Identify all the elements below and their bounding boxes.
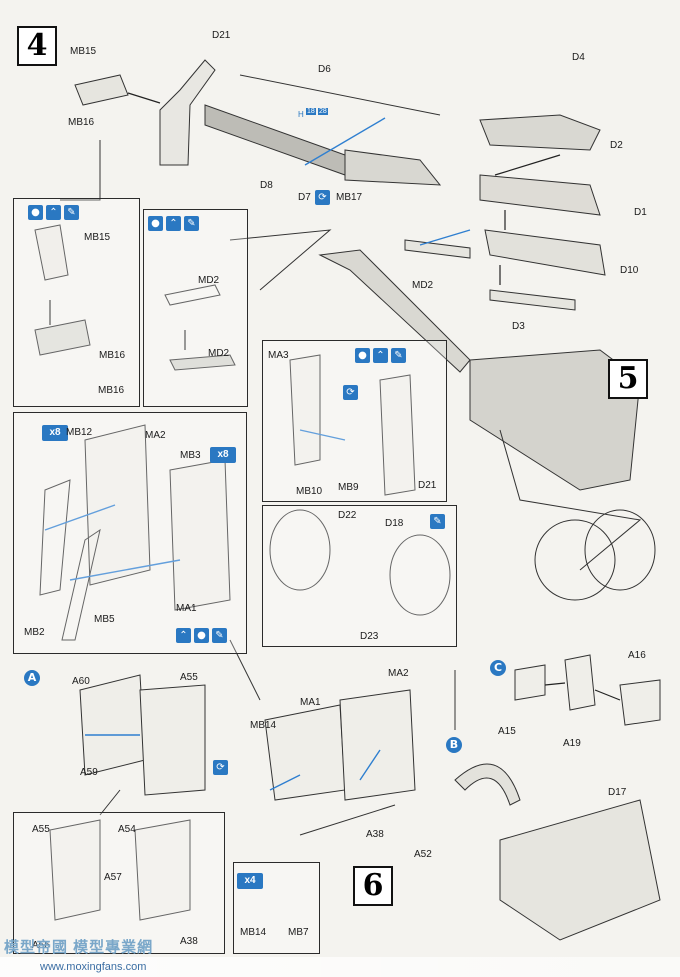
watermark-text: 模型帝國 模型專業網: [4, 939, 154, 956]
part-label: D10: [620, 265, 639, 276]
paint-icon: ✎: [212, 628, 227, 643]
fold-icon: ⌃: [176, 628, 191, 643]
callout-box-md2: [143, 209, 248, 407]
paint-icon: ✎: [184, 216, 199, 231]
part-label: MD2: [412, 280, 434, 291]
part-label: D2: [610, 140, 623, 151]
paint-icon: ✎: [430, 514, 445, 529]
part-label: MB5: [94, 614, 115, 625]
part-label: A38: [180, 936, 198, 947]
part-label: A55: [180, 672, 198, 683]
part-label: A54: [118, 824, 136, 835]
part-label: MD2: [208, 348, 230, 359]
part-label: MB7: [288, 927, 309, 938]
part-label: A59: [80, 767, 98, 778]
multiplier-x8: x8: [42, 425, 68, 441]
callout-box-d22: [262, 505, 457, 647]
part-label: MB14: [240, 927, 267, 938]
part-label: D4: [572, 52, 585, 63]
part-label: D18: [385, 518, 404, 529]
part-label: A60: [72, 676, 90, 687]
callout-box-ma2-mb12: [13, 412, 247, 654]
part-label: A15: [498, 726, 516, 737]
glue-icon: ●: [194, 628, 209, 643]
part-label: D22: [338, 510, 357, 521]
part-label: A16: [628, 650, 646, 661]
fold-icon: ⌃: [373, 348, 388, 363]
part-label: A55: [32, 824, 50, 835]
callout-box-mb15: [13, 198, 140, 407]
rotate-icon: ⟳: [213, 760, 228, 775]
part-label: D21: [212, 30, 231, 41]
glue-icon: ●: [28, 205, 43, 220]
part-label: MB3: [180, 450, 201, 461]
part-label: D23: [360, 631, 379, 642]
part-label: A52: [414, 849, 432, 860]
part-label: MB15: [70, 46, 97, 57]
part-label: A38: [366, 829, 384, 840]
part-label: A56: [32, 940, 50, 951]
part-label: MB12: [66, 427, 93, 438]
rotate-icon: ⟳: [343, 385, 358, 400]
multiplier-x8: x8: [210, 447, 236, 463]
section-badge-a: A: [24, 670, 40, 686]
step-number-6: 6: [353, 866, 393, 906]
part-label: MD2: [198, 275, 220, 286]
callout-box-a55: [13, 812, 225, 954]
fold-icon: ⌃: [46, 205, 61, 220]
part-marker-18: 18: [306, 108, 316, 115]
glue-icon: ●: [148, 216, 163, 231]
part-label: MB16: [99, 350, 126, 361]
paint-icon: ✎: [391, 348, 406, 363]
part-label: MB2: [24, 627, 45, 638]
glue-icon: ●: [355, 348, 370, 363]
step-number-4: 4: [17, 26, 57, 66]
part-label: MB16: [98, 385, 125, 396]
part-label: D7: [298, 192, 311, 203]
part-label: A57: [104, 872, 122, 883]
paint-icon: ✎: [64, 205, 79, 220]
part-label: D3: [512, 321, 525, 332]
part-label: MA2: [145, 430, 166, 441]
part-marker-28: 28: [318, 108, 328, 115]
part-label: D21: [418, 480, 437, 491]
callout-box-ma3: [262, 340, 447, 502]
part-label: MA1: [176, 603, 197, 614]
part-label: MB14: [250, 720, 277, 731]
part-label: D8: [260, 180, 273, 191]
part-label: D17: [608, 787, 627, 798]
section-badge-b: B: [446, 737, 462, 753]
part-label: MB17: [336, 192, 363, 203]
part-label: MA1: [300, 697, 321, 708]
part-label: MA3: [268, 350, 289, 361]
part-label: MA2: [388, 668, 409, 679]
part-label: MB16: [68, 117, 95, 128]
step-number-5: 5: [608, 359, 648, 399]
part-label: D6: [318, 64, 331, 75]
watermark-band: [0, 957, 680, 977]
part-marker-h: H: [298, 110, 304, 119]
part-label: D1: [634, 207, 647, 218]
multiplier-x4: x4: [237, 873, 263, 889]
part-label: MB10: [296, 486, 323, 497]
part-label: A19: [563, 738, 581, 749]
part-label: MB9: [338, 482, 359, 493]
part-label: MB15: [84, 232, 111, 243]
rotate-icon: ⟳: [315, 190, 330, 205]
watermark-url: www.moxingfans.com: [40, 961, 147, 973]
section-badge-c: C: [490, 660, 506, 676]
fold-icon: ⌃: [166, 216, 181, 231]
